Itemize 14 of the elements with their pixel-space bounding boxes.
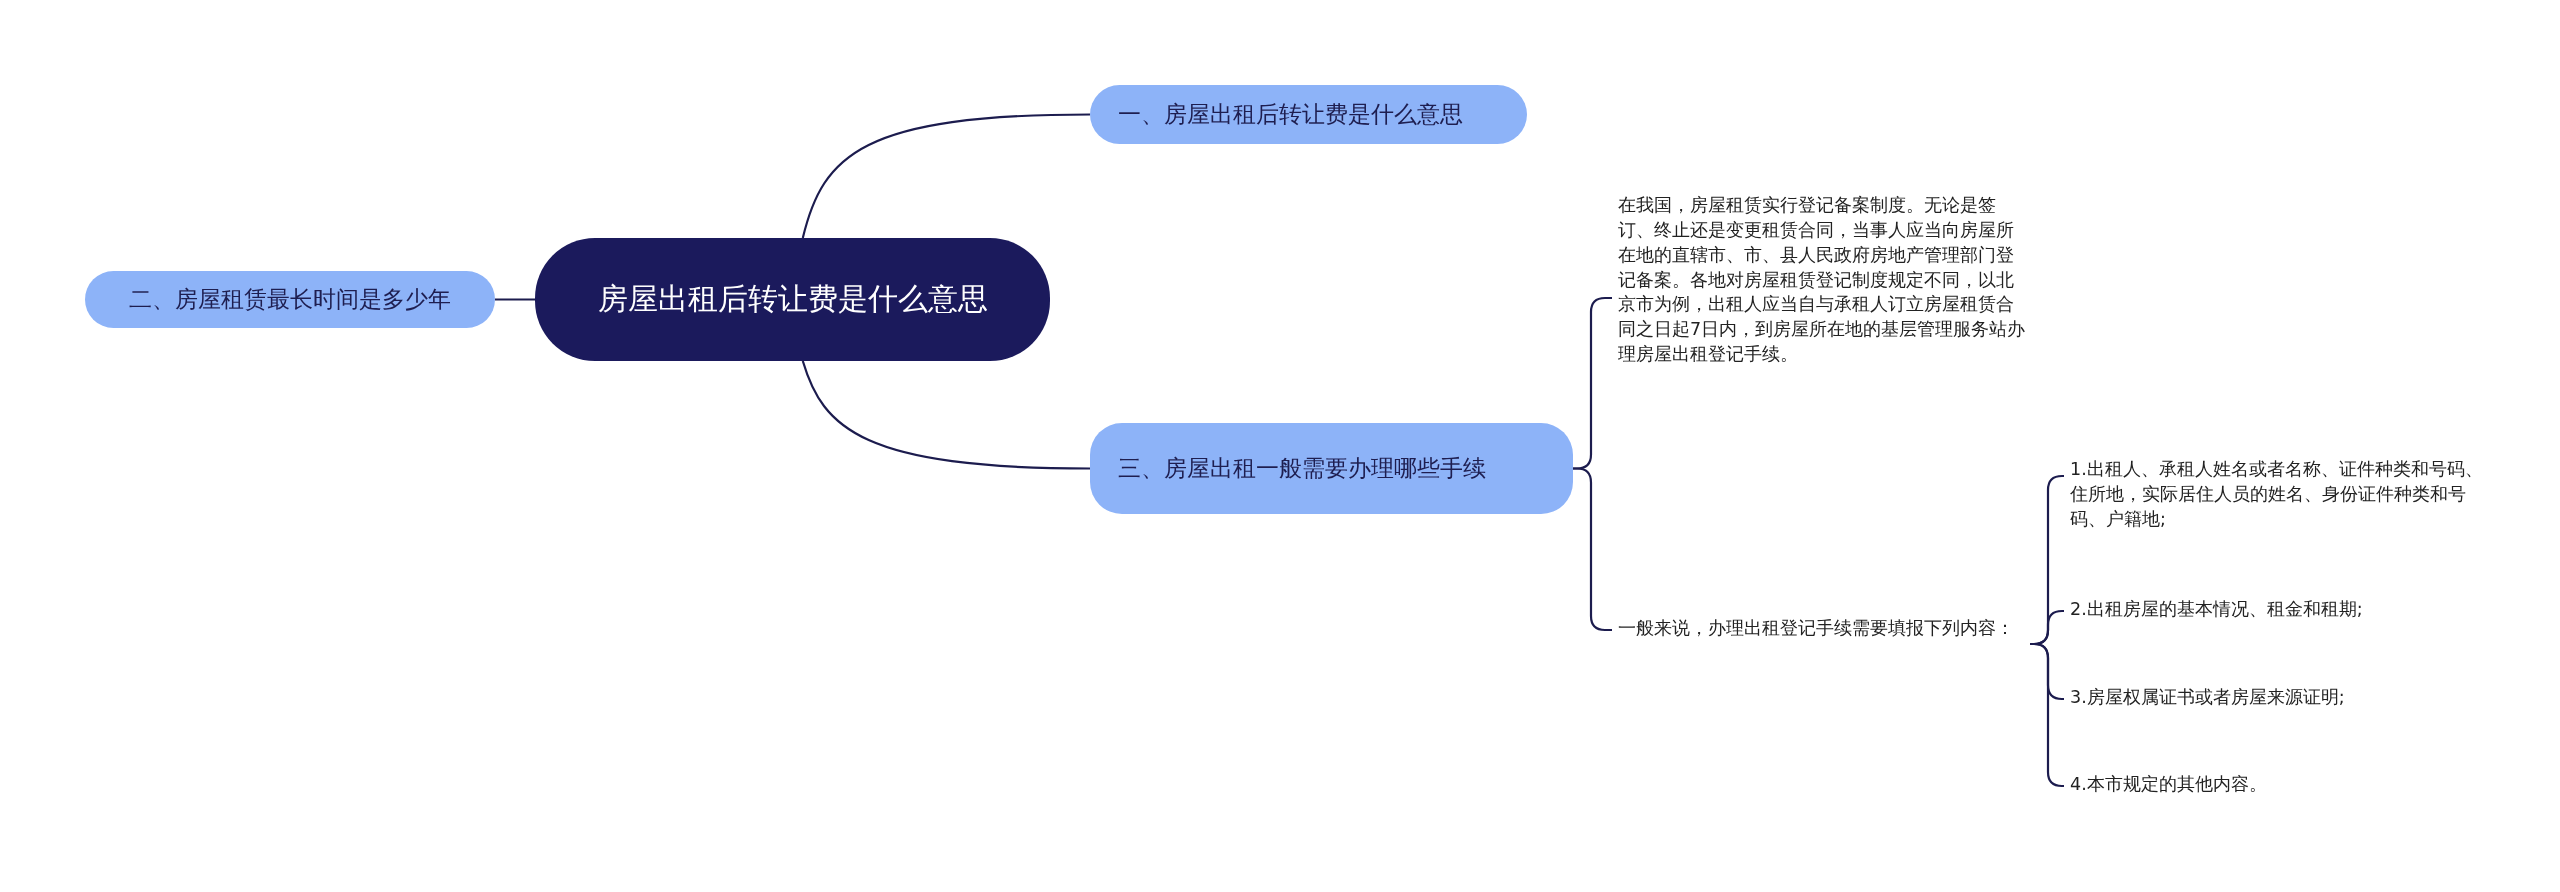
connector-line [801,113,1090,239]
note-text: 1.出租人、承租人姓名或者名称、证件种类和号码、住所地，实际居住人员的姓名、身份证件种类和号码、户籍地; [2070,457,2490,537]
topic-pill: 一、房屋出租后转让费是什么意思 [1090,85,1527,144]
note-text: 在我国，房屋租赁实行登记备案制度。无论是签订、终止还是变更租赁合同，当事人应当向房屋所在地的直辖市、市、县人民政府房地产管理部门登记备案。各地对房屋租赁登记制度规定不同，以北京市为例，出租人应当自与承租人订立房屋租赁合同之日起7日内，到房屋所在地的基层管理服务站办理房屋出租登记手续。 [1618,193,2030,403]
connector-line [495,298,535,301]
note-text: 3.房屋权属证书或者房屋来源证明; [2070,685,2490,713]
connector-line [2030,642,2064,788]
note-text: 一般来说，办理出租登记手续需要填报下列内容： [1618,616,2030,672]
central-topic: 房屋出租后转让费是什么意思 [535,238,1050,361]
topic-pill: 二、房屋租赁最长时间是多少年 [85,271,495,328]
note-text: 2.出租房屋的基本情况、租金和租期; [2070,597,2490,625]
connector-line [801,360,1090,470]
topic-pill: 三、房屋出租一般需要办理哪些手续 [1090,423,1573,514]
note-text: 4.本市规定的其他内容。 [2070,772,2490,800]
